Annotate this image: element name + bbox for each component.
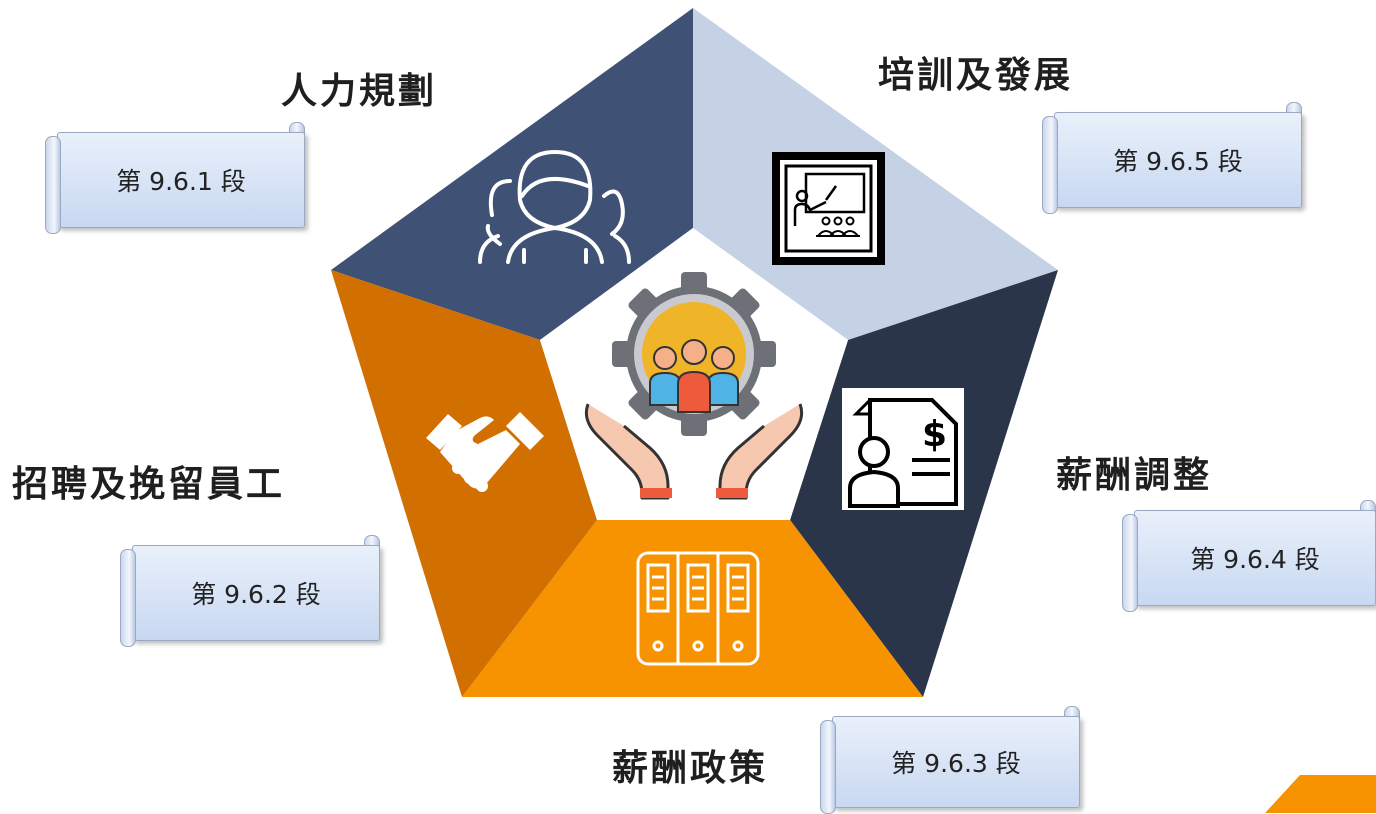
ref-label-recruitment: 第 9.6.2 段 — [191, 580, 321, 609]
segment-pay-policy — [462, 520, 923, 697]
ref-scroll-training: 第 9.6.5 段 — [1042, 102, 1302, 214]
team-management-gear-icon — [584, 272, 804, 500]
ref-label-pay-adjustment: 第 9.6.4 段 — [1190, 545, 1320, 574]
ref-scroll-pay-adjustment: 第 9.6.4 段 — [1122, 500, 1376, 612]
title-pay-adjustment: 薪酬調整 — [1056, 455, 1213, 496]
segment-recruitment — [331, 270, 597, 697]
title-recruitment: 招聘及挽留員工 — [12, 464, 286, 505]
corner-accent — [1265, 775, 1376, 813]
ref-label-hr-planning: 第 9.6.1 段 — [116, 167, 246, 196]
people-group-icon — [478, 150, 631, 264]
ref-scroll-recruitment: 第 9.6.2 段 — [120, 535, 380, 647]
salary-document-icon: $ — [842, 388, 964, 510]
handshake-icon — [426, 412, 544, 492]
title-training: 培訓及發展 — [878, 55, 1074, 96]
file-cabinet-icon — [636, 551, 760, 666]
svg-text:$: $ — [922, 414, 947, 455]
classroom-presentation-icon — [772, 152, 885, 265]
ref-label-pay-policy: 第 9.6.3 段 — [891, 749, 1021, 778]
ref-scroll-pay-policy: 第 9.6.3 段 — [820, 706, 1080, 814]
ref-scroll-hr-planning: 第 9.6.1 段 — [45, 122, 305, 234]
title-hr-planning: 人力規劃 — [281, 71, 438, 112]
title-pay-policy: 薪酬政策 — [612, 748, 769, 789]
ref-label-training: 第 9.6.5 段 — [1113, 147, 1243, 176]
